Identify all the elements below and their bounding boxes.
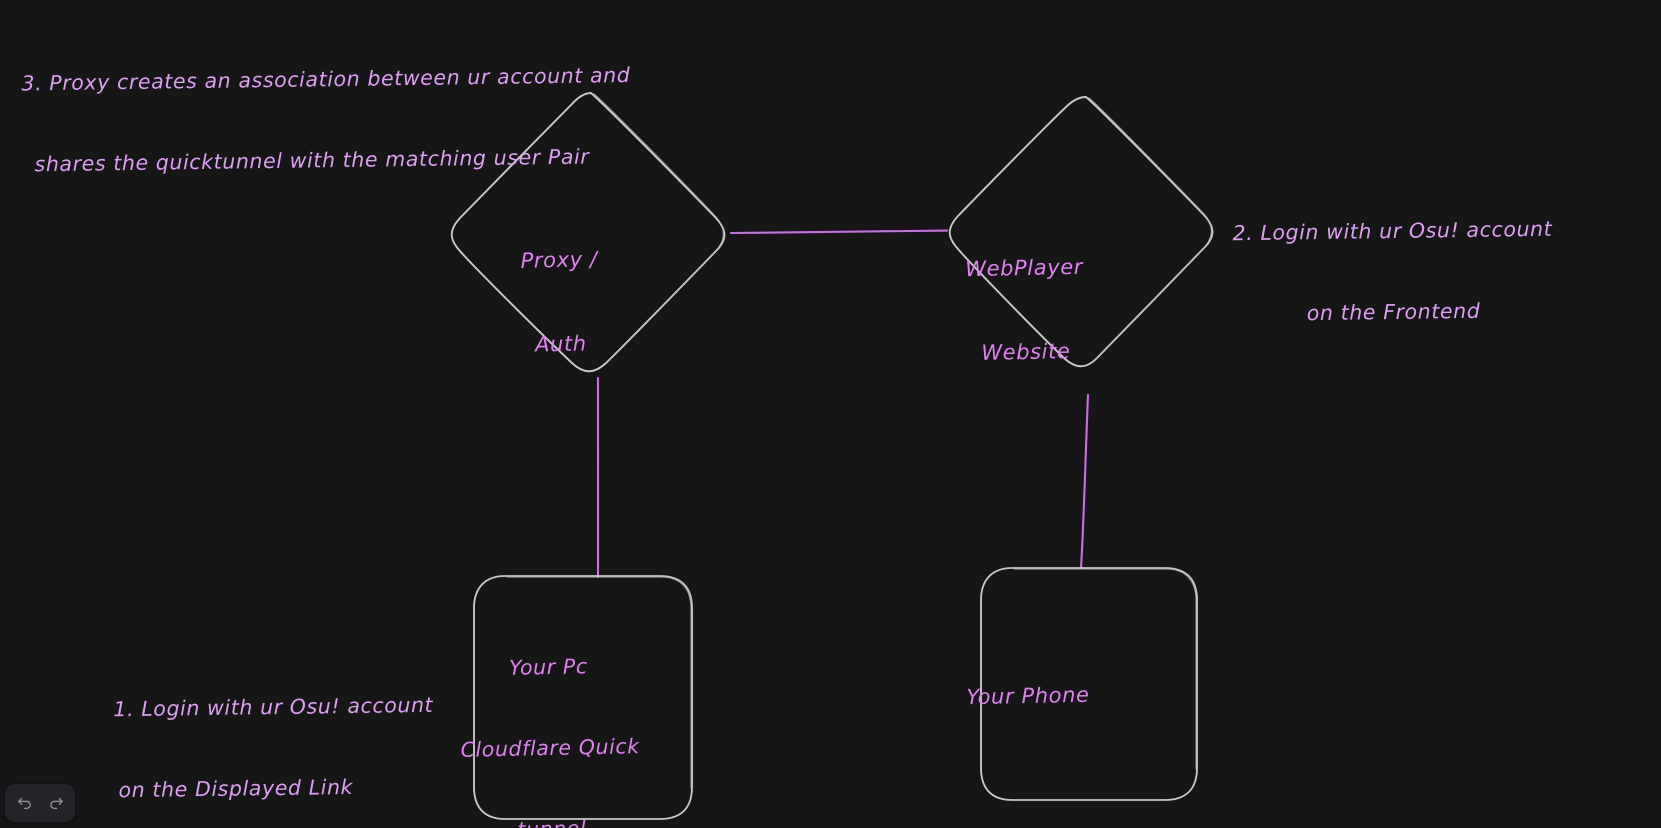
shape-rect-your-phone[interactable]: [980, 567, 1198, 801]
connector-proxy-to-webplayer[interactable]: [729, 229, 949, 235]
shape-diamond-webplayer[interactable]: [948, 96, 1214, 368]
connector-webplayer-to-your-phone[interactable]: [1079, 393, 1090, 570]
shape-rect-your-pc[interactable]: [473, 575, 693, 820]
history-island: [5, 784, 75, 822]
redo-button[interactable]: [41, 789, 71, 817]
undo-button[interactable]: [9, 789, 39, 817]
shape-diamond-proxy-auth[interactable]: [450, 92, 726, 373]
undo-arrow-icon: [16, 795, 33, 812]
redo-arrow-icon: [48, 795, 65, 812]
